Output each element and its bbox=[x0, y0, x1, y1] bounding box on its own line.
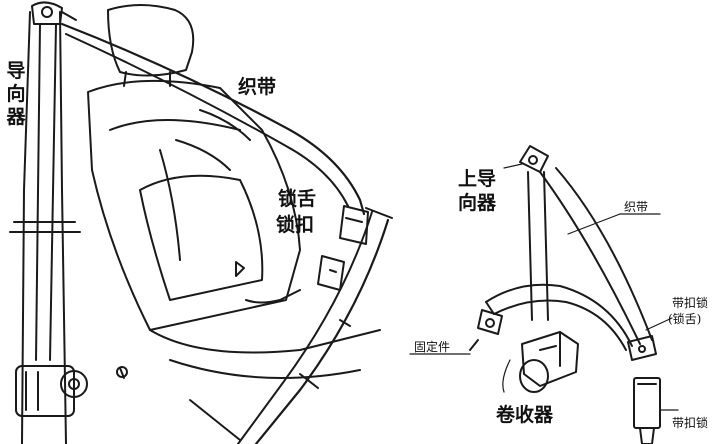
seat-back bbox=[87, 79, 301, 331]
upper-guide-label-line2: 向器 bbox=[458, 192, 497, 214]
retractor-icon-left bbox=[15, 365, 128, 417]
buckle-top-label-line1: 带扣锁 bbox=[672, 296, 709, 310]
b-pillar bbox=[9, 11, 81, 444]
retractor-icon-right bbox=[519, 331, 579, 393]
diagonal-webbing-right bbox=[539, 167, 653, 345]
buckle-bottom-label: 带扣锁 bbox=[672, 416, 709, 430]
right-illustration bbox=[409, 145, 679, 444]
buckle-icon-right bbox=[633, 377, 661, 444]
buckle-top-label-line2: (锁舌) bbox=[668, 312, 702, 326]
seat-cushion bbox=[149, 261, 381, 441]
latch-plate-label: 锁舌 bbox=[278, 188, 317, 210]
lap-belt bbox=[237, 207, 393, 444]
upper-guide-label-line1: 上导 bbox=[458, 168, 497, 190]
leader-lines bbox=[409, 163, 679, 411]
shoulder-webbing-right bbox=[527, 171, 549, 321]
retractor-label: 卷收器 bbox=[496, 404, 554, 426]
upper-guide-icon-right bbox=[519, 145, 549, 173]
guide-label: 导向器 bbox=[6, 60, 26, 128]
lap-webbing-right bbox=[485, 283, 633, 351]
buckle-label-left: 锁扣 bbox=[276, 214, 315, 236]
webbing-label-right: 织带 bbox=[624, 200, 649, 214]
webbing-label-left: 织带 bbox=[238, 76, 277, 98]
latch-plate-right bbox=[627, 335, 657, 361]
anchor-icon bbox=[469, 309, 503, 351]
anchor-label: 固定件 bbox=[414, 340, 451, 354]
latch-buckle-left bbox=[317, 205, 369, 291]
left-illustration bbox=[9, 1, 393, 444]
upper-guide-icon bbox=[31, 1, 77, 25]
webbing-left bbox=[35, 22, 366, 361]
